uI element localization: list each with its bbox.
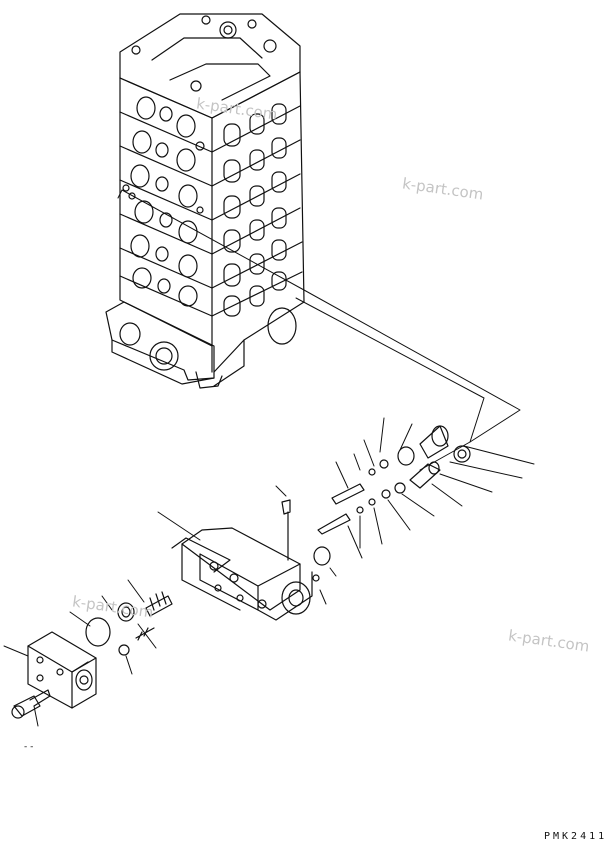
exploded-parts bbox=[85, 425, 471, 656]
leader-lines bbox=[3, 417, 535, 727]
bolt bbox=[11, 689, 51, 719]
end-cover bbox=[27, 631, 97, 709]
drawing-code: PMK2411 bbox=[544, 831, 608, 842]
valve-body bbox=[171, 527, 313, 621]
assembly-reference-lines bbox=[117, 189, 521, 471]
control-valve-assembly bbox=[105, 13, 305, 389]
corner-mark: - - bbox=[24, 742, 34, 752]
